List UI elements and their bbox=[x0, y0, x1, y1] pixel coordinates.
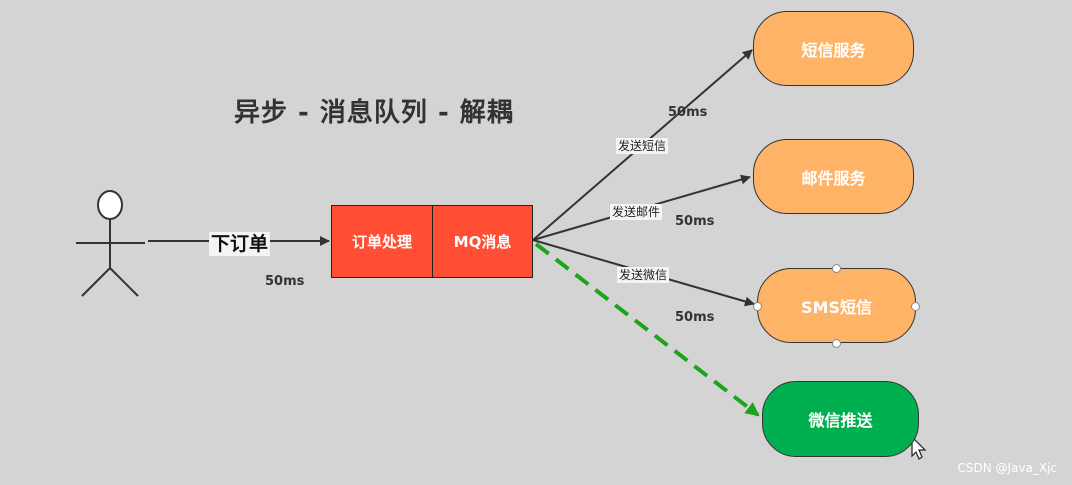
user-stick-figure bbox=[76, 190, 145, 297]
selection-handle-right[interactable] bbox=[911, 302, 920, 311]
mail-service-latency: 50ms bbox=[675, 214, 715, 229]
edge-label-send-mail: 发送邮件 bbox=[610, 204, 663, 220]
wechat-push-node: 微信推送 bbox=[762, 381, 919, 457]
cursor-icon bbox=[911, 435, 927, 460]
order-latency: 50ms bbox=[265, 274, 305, 289]
selection-handle-top[interactable] bbox=[832, 264, 841, 273]
selection-handle-bottom[interactable] bbox=[832, 339, 841, 348]
sms-service-node: 短信服务 bbox=[753, 11, 914, 86]
sms-latency: 50ms bbox=[675, 310, 715, 325]
mq-message-box: MQ消息 bbox=[432, 205, 533, 278]
arrow-to-wechat bbox=[534, 242, 760, 417]
place-order-label: 下订单 bbox=[209, 232, 271, 256]
edge-label-send-sms: 发送短信 bbox=[616, 138, 669, 154]
edge-label-send-wechat: 发送微信 bbox=[617, 267, 670, 283]
diagram-title: 异步 - 消息队列 - 解耦 bbox=[234, 98, 514, 128]
watermark: CSDN @Java_Xjc bbox=[957, 461, 1057, 475]
selection-handle-left[interactable] bbox=[753, 302, 762, 311]
sms-service-latency: 50ms bbox=[668, 105, 708, 120]
mail-service-node: 邮件服务 bbox=[753, 139, 914, 214]
order-processing-box: 订单处理 bbox=[331, 205, 433, 278]
sms-node: SMS短信 bbox=[757, 268, 916, 343]
